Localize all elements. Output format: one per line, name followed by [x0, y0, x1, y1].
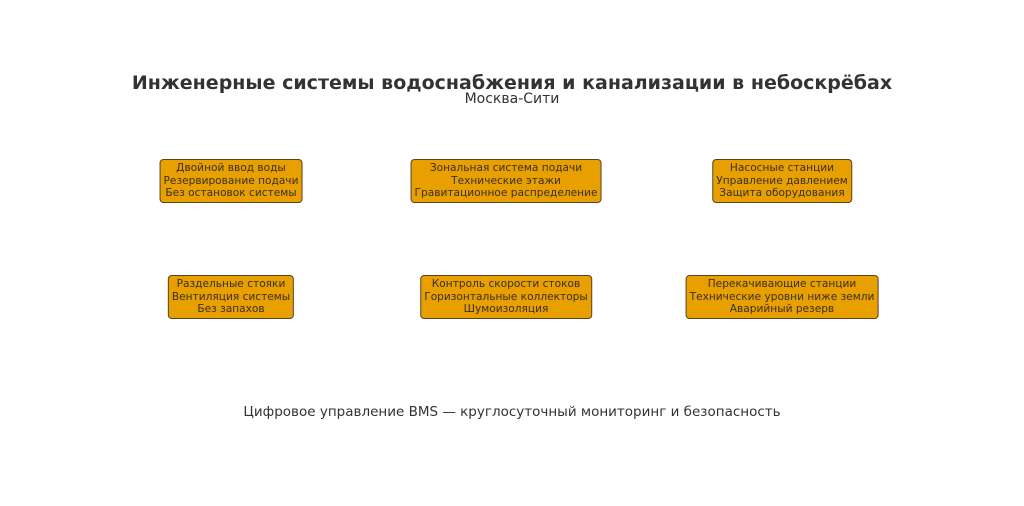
box-line: Защита оборудования	[719, 187, 845, 200]
box-line: Двойной ввод воды	[176, 162, 286, 174]
box-line: Шумоизоляция	[463, 303, 549, 316]
box-transfer-stations: Перекачивающие станции Технические уровн…	[685, 275, 879, 319]
box-line: Резервирование подачи	[163, 174, 299, 187]
box-line: Насосные станции	[729, 162, 835, 174]
box-line: Без остановок системы	[165, 187, 297, 200]
box-line: Раздельные стояки	[176, 278, 286, 290]
box-line: Перекачивающие станции	[707, 278, 857, 290]
box-water-inlet: Двойной ввод воды Резервирование подачи …	[159, 159, 303, 203]
box-line: Без запахов	[197, 303, 265, 316]
box-line: Технические этажи	[451, 174, 561, 187]
box-line: Контроль скорости стоков	[431, 278, 581, 290]
box-pump-stations: Насосные станции Управление давлением За…	[712, 159, 852, 203]
box-line: Вентиляция системы	[171, 290, 291, 303]
box-zonal-supply: Зональная система подачи Технические эта…	[410, 159, 602, 203]
box-line: Технические уровни ниже земли	[689, 290, 875, 303]
diagram-title: Инженерные системы водоснабжения и канал…	[131, 72, 893, 94]
box-line: Гравитационное распределение	[414, 187, 598, 200]
box-flow-control: Контроль скорости стоков Горизонтальные …	[420, 275, 592, 319]
box-line: Управление давлением	[716, 174, 848, 187]
footer-caption: Цифровое управление BMS — круглосуточный…	[243, 404, 781, 420]
box-separate-risers: Раздельные стояки Вентиляция системы Без…	[167, 275, 295, 319]
box-line: Горизонтальные коллекторы	[424, 290, 588, 303]
diagram-subtitle: Москва-Сити	[464, 91, 560, 107]
box-line: Аварийный резерв	[729, 303, 835, 316]
box-line: Зональная система подачи	[429, 162, 583, 174]
